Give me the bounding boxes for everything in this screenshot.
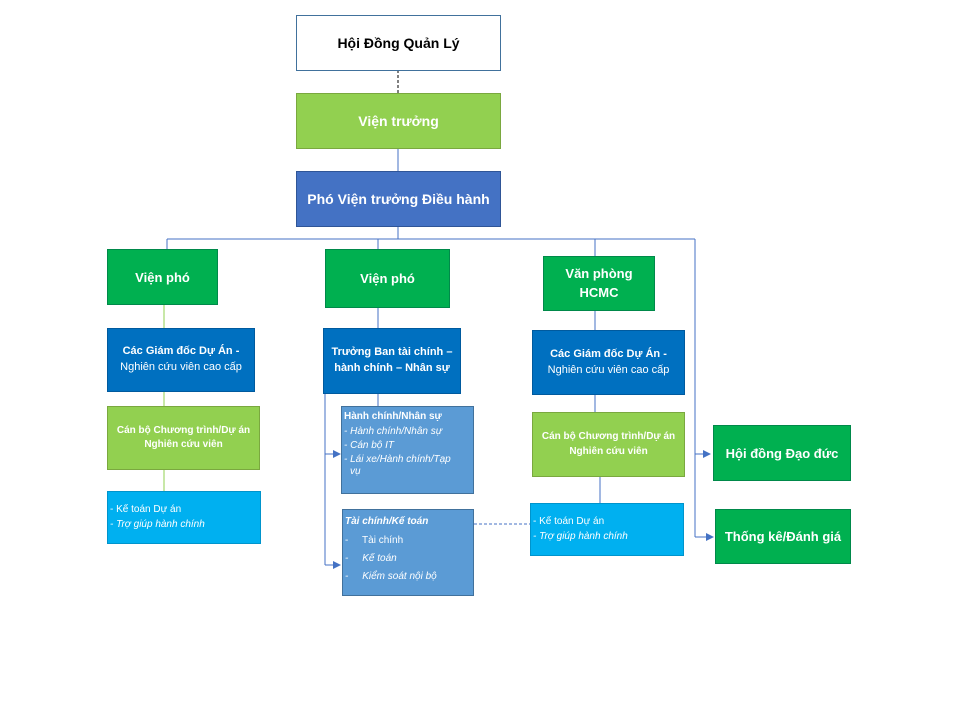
finance-head-box: Trưởng Ban tài chính – hành chính – Nhân… [323, 328, 461, 394]
hr-admin-box: Hành chính/Nhân sự - Hành chính/Nhân sự … [341, 406, 474, 494]
executive-deputy-box: Phó Viện trưởng Điều hành [296, 171, 501, 227]
left-program-staff-box: Cán bộ Chương trình/Dự án Nghiên cứu viê… [107, 406, 260, 470]
hr-admin-item-2: - Cán bộ IT [344, 440, 395, 451]
monitoring-evaluation-box: Thống kê/Đánh giá [715, 509, 851, 564]
right-support-item1: - Kế toán Dự án [533, 516, 605, 527]
right-program-staff-box: Cán bộ Chương trình/Dự án Nghiên cứu viê… [532, 412, 685, 477]
ethics-council-box: Hội đồng Đạo đức [713, 425, 851, 481]
left-support-box: - Kế toán Dự án - Trợ giúp hành chính [107, 491, 261, 544]
deputy-middle-label: Viện phó [360, 271, 415, 286]
right-project-directors-line2: Nghiên cứu viên cao cấp [547, 363, 670, 376]
left-project-directors-line1: Các Giám đốc Dự Án - [122, 345, 240, 358]
left-support-item1: - Kế toán Dự án [110, 504, 182, 515]
finance-accounting-item-1: - Tài chính [345, 534, 404, 546]
deputy-left-label: Viện phó [135, 269, 190, 285]
right-support-box: - Kế toán Dự án - Trợ giúp hành chính [530, 503, 684, 556]
hr-admin-item-1: - Hành chính/Nhân sự [344, 425, 443, 437]
hcmc-office-box: Văn phòng HCMC [543, 256, 655, 311]
hcmc-office-line1: Văn phòng [565, 265, 633, 281]
finance-accounting-title: Tài chính/Kế toán [345, 516, 429, 527]
director-label: Viện trưởng [358, 113, 439, 129]
hr-admin-title: Hành chính/Nhân sự [344, 411, 442, 422]
ethics-council-label: Hội đồng Đạo đức [725, 445, 839, 461]
deputy-middle-box: Viện phó [325, 249, 450, 308]
finance-head-line1: Trưởng Ban tài chính – [331, 346, 453, 359]
board-box: Hội Đồng Quản Lý [296, 15, 501, 71]
right-project-directors-line1: Các Giám đốc Dự Án - [550, 347, 667, 360]
right-program-staff-line1: Cán bộ Chương trình/Dự án [541, 431, 676, 442]
finance-head-line2: hành chính – Nhân sự [334, 362, 450, 374]
hcmc-office-line2: HCMC [579, 284, 619, 300]
right-program-staff-line2: Nghiên cứu viên [569, 445, 648, 457]
executive-deputy-label: Phó Viện trưởng Điều hành [307, 191, 490, 207]
left-program-staff-line2: Nghiên cứu viên [144, 439, 223, 450]
hr-admin-item-3: - Lái xe/Hành chính/Tạp [344, 453, 451, 465]
left-support-item2: - Trợ giúp hành chính [110, 518, 205, 530]
monitoring-evaluation-label: Thống kê/Đánh giá [724, 529, 842, 544]
left-program-staff-line1: Cán bộ Chương trình/Dự án [116, 424, 251, 436]
finance-accounting-item-2: - Kế toán [345, 552, 397, 564]
director-box: Viện trưởng [296, 93, 501, 149]
left-project-directors-line2: Nghiên cứu viên cao cấp [120, 361, 242, 373]
finance-accounting-box: Tài chính/Kế toán - Tài chính - Kế toán … [342, 509, 474, 596]
right-project-directors-box: Các Giám đốc Dự Án - Nghiên cứu viên cao… [532, 330, 685, 395]
left-project-directors-box: Các Giám đốc Dự Án - Nghiên cứu viên cao… [107, 328, 255, 392]
hr-admin-item-4: vụ [350, 465, 361, 477]
deputy-left-box: Viện phó [107, 249, 218, 305]
board-label: Hội Đồng Quản Lý [337, 35, 460, 51]
finance-accounting-item-3: - Kiểm soát nội bộ [345, 570, 437, 582]
right-support-item2: - Trợ giúp hành chính [533, 530, 628, 542]
